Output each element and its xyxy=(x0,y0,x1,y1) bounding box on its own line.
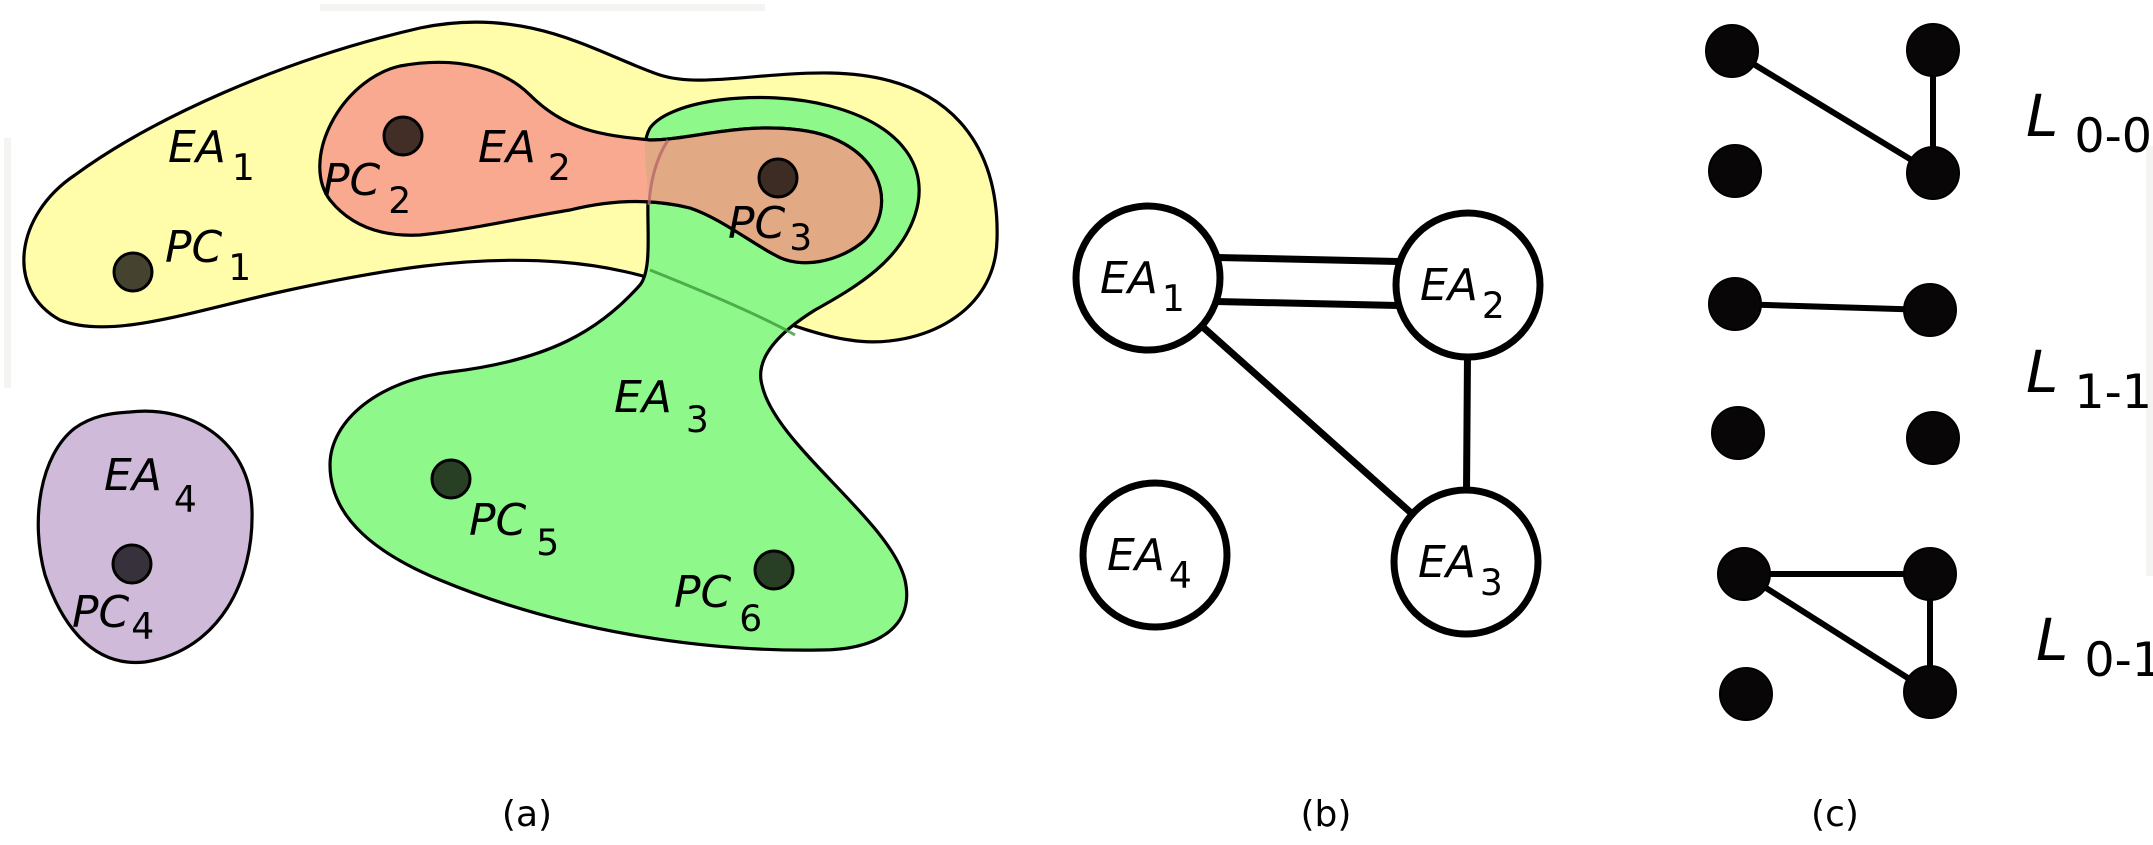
node-label-ea4-main: EA xyxy=(1107,530,1165,581)
point-pc3 xyxy=(757,157,799,199)
caption-b: (b) xyxy=(1301,794,1352,835)
label-ea4-subscript: 4 xyxy=(174,479,197,521)
label-pc6-main: PC xyxy=(674,567,732,618)
overlap-boundary-ea1 xyxy=(649,268,796,337)
edge-ea2-ea3 xyxy=(1463,356,1471,491)
caption-c: (c) xyxy=(1811,794,1859,835)
point-pc1 xyxy=(112,251,154,293)
layer-0-0: L 0-0 xyxy=(1705,23,2152,200)
layer-edge-tl-tr xyxy=(1734,301,1931,313)
layer-node-tr xyxy=(1903,547,1957,601)
label-pc4: PC4 xyxy=(72,587,154,648)
node-ea4 xyxy=(1079,479,1231,631)
label-ea2: EA 2 xyxy=(478,122,571,189)
layer-node-bl xyxy=(1708,144,1762,198)
label-pc1-subscript: 1 xyxy=(228,247,251,289)
layer-label-1-1-main: L xyxy=(2026,338,2058,406)
node-ea1 xyxy=(1072,202,1224,354)
label-pc3-subscript: 3 xyxy=(789,217,812,259)
label-ea2-subscript: 2 xyxy=(548,147,571,189)
label-pc6: PC6 xyxy=(674,567,762,640)
label-ea4-main: EA xyxy=(104,450,162,501)
faint-artifact xyxy=(320,4,765,11)
label-ea3-main: EA xyxy=(614,372,672,423)
node-label-ea2-subscript: 2 xyxy=(1482,285,1505,327)
node-ea3 xyxy=(1390,486,1542,638)
point-pc2 xyxy=(382,115,424,157)
layer-label-0-1: L 0-1 xyxy=(2036,606,2153,688)
label-pc5-subscript: 5 xyxy=(536,522,559,564)
label-pc5-main: PC xyxy=(469,495,527,546)
layer-node-tr xyxy=(1906,23,1960,77)
point-pc5 xyxy=(430,458,472,500)
edge-ea1-ea2 xyxy=(1216,254,1401,266)
label-pc2-subscript: 2 xyxy=(388,180,411,222)
node-label-ea1-main: EA xyxy=(1100,253,1158,304)
node-label-ea1-subscript: 1 xyxy=(1162,278,1185,320)
label-ea3-subscript: 3 xyxy=(686,399,709,441)
region-ea4 xyxy=(36,409,254,665)
label-pc1-main: PC xyxy=(165,222,223,273)
label-pc2-main: PC xyxy=(323,155,381,206)
node-label-ea4-subscript: 4 xyxy=(1169,555,1192,597)
layer-node-tl xyxy=(1708,277,1762,331)
layer-node-br xyxy=(1903,665,1957,719)
layer-edge-tl-br xyxy=(1742,571,1932,695)
label-pc4-main: PC xyxy=(72,587,130,638)
faint-artifact xyxy=(2146,146,2153,576)
layer-node-bl xyxy=(1719,667,1773,721)
edge-ea1-ea3 xyxy=(1199,323,1415,517)
layer-label-1-1-subscript: 1-1 xyxy=(2074,365,2152,420)
layer-label-0-0-subscript: 0-0 xyxy=(2074,109,2152,164)
label-pc4-subscript: 4 xyxy=(131,606,154,648)
layer-0-1: L 0-1 xyxy=(1717,547,2153,721)
label-pc6-subscript: 6 xyxy=(739,598,762,640)
layer-label-0-1-subscript: 0-1 xyxy=(2084,633,2153,688)
point-pc4 xyxy=(111,543,153,585)
overlap-boundary-ea3 xyxy=(647,139,670,206)
layer-node-bl xyxy=(1711,406,1765,460)
label-ea2-main: EA xyxy=(478,122,536,173)
node-label-ea2-main: EA xyxy=(1420,260,1478,311)
caption-a: (a) xyxy=(502,794,552,835)
layer-label-0-1-main: L xyxy=(2036,606,2068,674)
layer-node-tr xyxy=(1903,283,1957,337)
layer-node-tl xyxy=(1705,24,1759,78)
point-pc6 xyxy=(753,549,795,591)
edge-ea1-ea2 xyxy=(1215,297,1400,309)
layer-edge-tl-br xyxy=(1730,48,1935,176)
label-ea4: EA 4 xyxy=(104,450,197,521)
faint-artifact xyxy=(4,138,11,388)
layer-node-br xyxy=(1906,411,1960,465)
label-ea3: EA 3 xyxy=(614,372,709,441)
node-label-ea3-subscript: 3 xyxy=(1480,562,1503,604)
layer-1-1: L 1-1 xyxy=(1708,277,2152,465)
layer-label-1-1: L 1-1 xyxy=(2026,338,2152,420)
label-ea1-subscript: 1 xyxy=(232,147,255,189)
label-pc3-main: PC xyxy=(728,198,786,249)
label-ea1-main: EA xyxy=(168,122,226,173)
layer-label-0-0: L 0-0 xyxy=(2026,82,2152,164)
node-label-ea3-main: EA xyxy=(1418,537,1476,588)
layer-label-0-0-main: L xyxy=(2026,82,2058,150)
node-ea2 xyxy=(1392,209,1544,361)
layer-node-br xyxy=(1906,146,1960,200)
layer-node-tl xyxy=(1717,547,1771,601)
